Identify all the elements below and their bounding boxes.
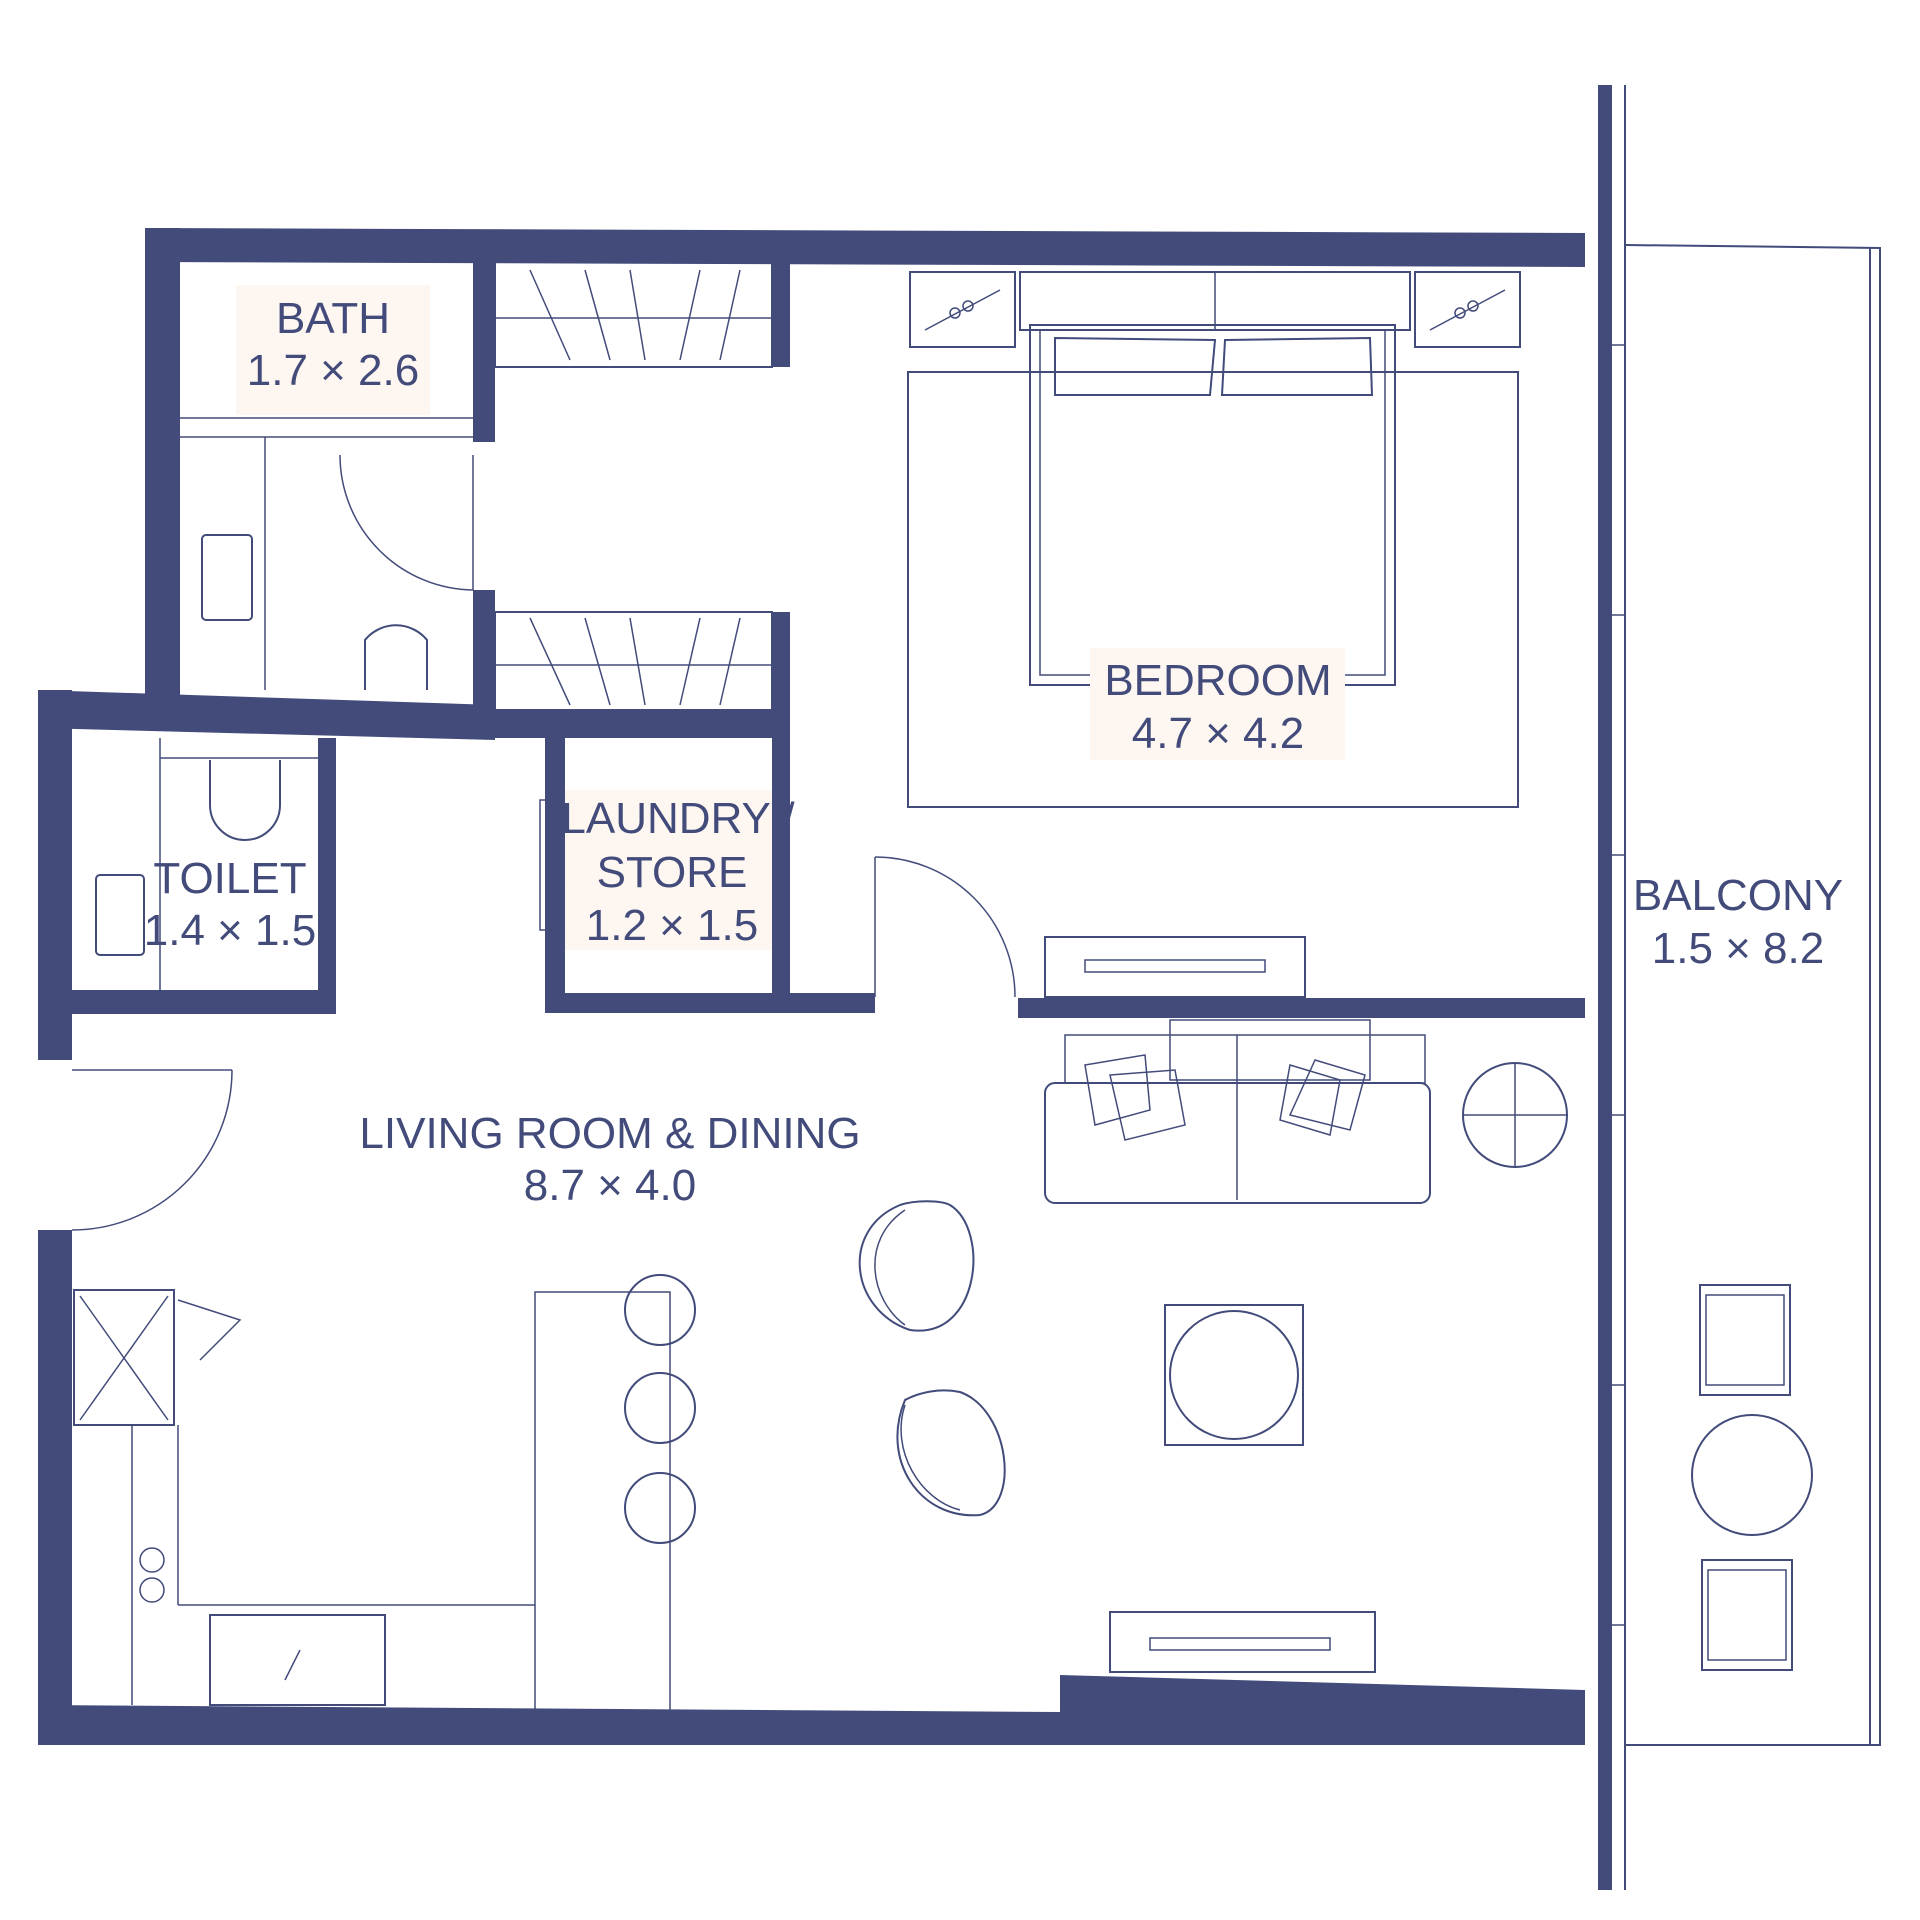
balcony-chair	[1701, 1559, 1793, 1671]
wall-toilet-top	[38, 690, 495, 740]
room-name-laundry-2: STORE	[597, 848, 748, 897]
bedroom-furniture	[874, 271, 1521, 998]
wall-toilet-right	[318, 738, 336, 998]
wall-laundry-right	[772, 738, 790, 993]
cushion-icon	[1084, 1054, 1151, 1126]
wall-left-upper	[38, 690, 72, 1060]
room-size-toilet: 1.4 × 1.5	[144, 906, 316, 955]
toilet-sink-icon	[95, 874, 145, 956]
facade-right	[1598, 85, 1612, 1890]
bar-stool	[624, 1372, 696, 1444]
fridge	[73, 1289, 175, 1426]
lounge-chair	[858, 1200, 975, 1332]
room-label-laundry: LAUNDRY / STORE 1.2 × 1.5	[561, 790, 795, 950]
room-size-balcony: 1.5 × 8.2	[1652, 924, 1824, 973]
wall-toilet-bottom	[72, 990, 336, 1014]
pillow-right-icon	[1220, 336, 1374, 396]
wall-wardrobe-top-right	[772, 262, 790, 367]
wardrobe-top	[494, 261, 773, 368]
wall-wardrobe-bottom-right	[772, 612, 790, 722]
bath-wc-icon	[364, 624, 428, 690]
wall-left-lower	[38, 1230, 72, 1735]
bath-sink-icon	[201, 534, 253, 621]
kitchen-sink-icon	[209, 1614, 386, 1706]
hob-icon	[139, 1547, 165, 1573]
wall-top	[145, 228, 1585, 267]
room-label-balcony: BALCONY 1.5 × 8.2	[1633, 871, 1843, 973]
bath-door-swing	[339, 454, 474, 591]
room-label-bedroom: BEDROOM 4.7 × 4.2	[1090, 648, 1345, 760]
pillow-left-icon	[1054, 336, 1217, 396]
facade-glazing	[1605, 85, 1626, 1890]
bar-stool	[624, 1472, 696, 1544]
living-furniture	[71, 1019, 1568, 1713]
room-size-bath: 1.7 × 2.6	[247, 346, 419, 395]
room-size-laundry: 1.2 × 1.5	[586, 901, 758, 950]
toilet-fixtures	[95, 738, 329, 990]
tv-console-bedroom	[1044, 936, 1306, 998]
wall-bath-partition	[473, 262, 495, 442]
room-label-toilet: TOILET 1.4 × 1.5	[144, 854, 316, 955]
room-name-bath: BATH	[276, 294, 390, 343]
bath-fixtures	[180, 417, 474, 690]
nightstand-left	[909, 271, 1016, 348]
room-name-living: LIVING ROOM & DINING	[359, 1109, 860, 1158]
room-label-bath: BATH 1.7 × 2.6	[236, 285, 430, 415]
nightstand-right	[1414, 271, 1521, 348]
wall-laundry-bottom	[545, 993, 875, 1013]
balcony-furniture	[1691, 1284, 1813, 1671]
wall-wardrobe-base	[495, 710, 790, 738]
wall-bedroom-living	[1018, 998, 1585, 1018]
dining-table	[1164, 1304, 1304, 1446]
wall-bath-left	[145, 228, 180, 720]
room-size-living: 8.7 × 4.0	[524, 1161, 696, 1210]
lounge-chair	[896, 1389, 1006, 1517]
bed-frame	[1029, 324, 1396, 686]
balcony-chair	[1699, 1284, 1791, 1396]
tv-console-living	[1109, 1611, 1376, 1673]
room-name-laundry-1: LAUNDRY /	[561, 794, 795, 843]
toilet-wc-icon	[209, 760, 281, 841]
wall-bottom-right	[1060, 1675, 1585, 1745]
balcony-outline	[1624, 244, 1881, 1746]
bedroom-door-swing	[874, 856, 1016, 998]
room-size-bedroom: 4.7 × 4.2	[1132, 709, 1304, 758]
balcony-table	[1691, 1414, 1813, 1536]
walls	[38, 85, 1612, 1890]
entry-door-swing	[71, 1069, 233, 1231]
room-name-balcony: BALCONY	[1633, 871, 1843, 920]
wall-laundry-left	[545, 738, 565, 1013]
wall-bottom	[38, 1705, 1060, 1745]
room-label-living: LIVING ROOM & DINING 8.7 × 4.0	[359, 1109, 860, 1210]
bar-stool	[624, 1274, 696, 1346]
room-name-toilet: TOILET	[153, 854, 306, 903]
kitchen-island	[534, 1291, 671, 1713]
wardrobe-bottom	[494, 611, 773, 711]
room-name-bedroom: BEDROOM	[1104, 656, 1331, 705]
wall-bath-partition-low	[473, 590, 495, 720]
